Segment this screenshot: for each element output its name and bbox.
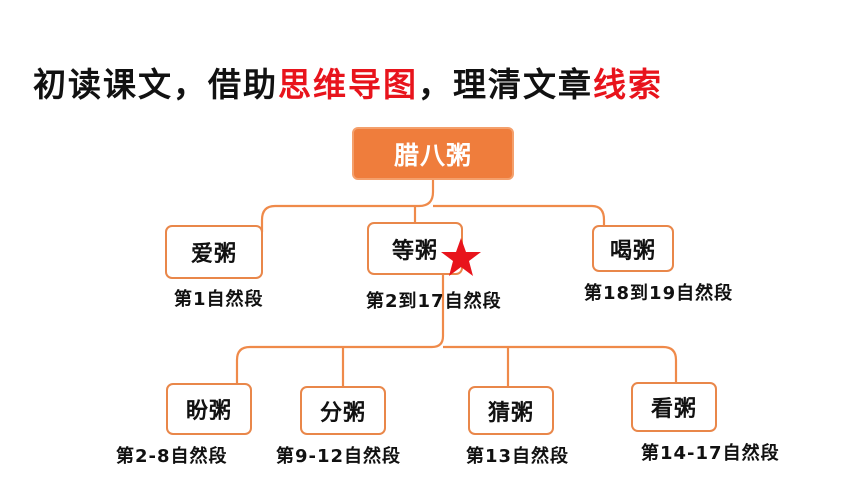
sub-caption: 第13自然段 bbox=[466, 446, 570, 467]
branch-node-label: 爱粥 bbox=[190, 242, 237, 267]
root-node-label: 腊八粥 bbox=[393, 140, 472, 170]
sub-connector bbox=[235, 268, 678, 386]
branch-node-ai-zhou: 爱粥 bbox=[165, 225, 263, 279]
sub-node-label: 盼粥 bbox=[185, 399, 232, 424]
sub-caption: 第14-17自然段 bbox=[641, 443, 780, 464]
title-highlight: 思维导图 bbox=[278, 65, 418, 104]
sub-node-cai-zhou: 猜粥 bbox=[468, 386, 554, 435]
branch-node-deng-zhou: 等粥 bbox=[367, 222, 463, 275]
red-star-icon bbox=[441, 238, 481, 276]
title-highlight: 线索 bbox=[593, 65, 663, 104]
branch-caption: 第2到17自然段 bbox=[366, 291, 502, 312]
page-title: 初读课文，借助思维导图，理清文章线索 bbox=[33, 58, 663, 106]
sub-caption: 第9-12自然段 bbox=[276, 446, 402, 467]
sub-node-pan-zhou: 盼粥 bbox=[166, 383, 252, 435]
sub-node-label: 看粥 bbox=[650, 397, 697, 422]
sub-node-label: 猜粥 bbox=[487, 400, 534, 426]
branch-caption: 第18到19自然段 bbox=[584, 283, 734, 304]
root-connector bbox=[260, 180, 606, 232]
title-text: 初读课文，借助 bbox=[33, 65, 278, 104]
sub-node-fen-zhou: 分粥 bbox=[300, 386, 386, 435]
branch-node-label: 喝粥 bbox=[609, 238, 656, 264]
sub-node-label: 分粥 bbox=[319, 400, 366, 426]
branch-node-he-zhou: 喝粥 bbox=[592, 225, 674, 272]
sub-node-kan-zhou: 看粥 bbox=[631, 382, 717, 432]
branch-node-label: 等粥 bbox=[391, 238, 438, 264]
root-node: 腊八粥 bbox=[352, 127, 514, 180]
title-text: ，理清文章 bbox=[418, 65, 593, 104]
branch-caption: 第1自然段 bbox=[174, 289, 264, 310]
sub-caption: 第2-8自然段 bbox=[116, 446, 228, 467]
